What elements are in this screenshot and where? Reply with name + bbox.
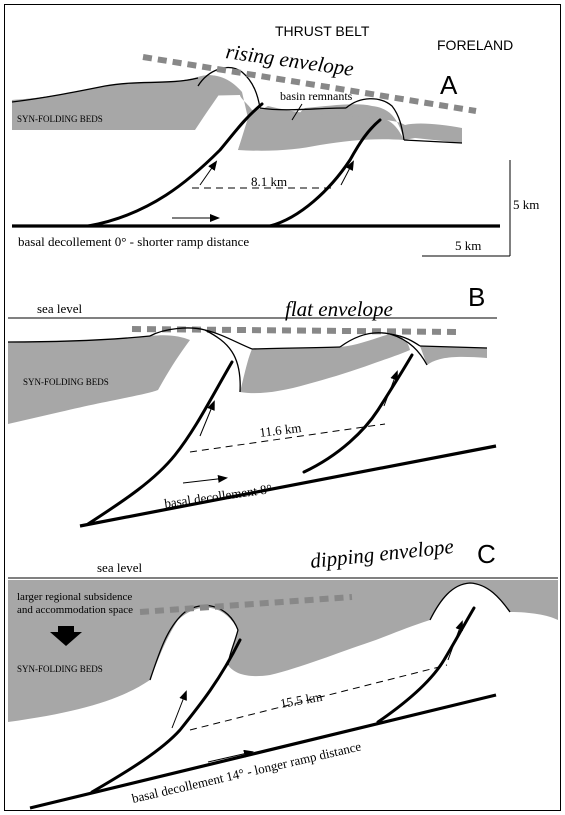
scale-bar-horizontal-label: 5 km — [455, 238, 481, 253]
panel-a-decollement-label: basal decollement 0° - shorter ramp dist… — [18, 234, 249, 249]
panel-b-beds-label: SYN-FOLDING BEDS — [23, 377, 109, 387]
panel-c-letter: C — [477, 539, 496, 569]
panel-c-slip-arrow-1 — [172, 692, 186, 728]
panel-a-letter: A — [440, 70, 458, 100]
panel-c-subsidence-line1: larger regional subsidence — [17, 591, 132, 603]
foreland-label: FORELAND — [437, 37, 513, 53]
panel-b-basin-fill — [240, 334, 410, 393]
panel-a-basin-label: basin remnants — [280, 89, 353, 103]
panel-b-decollement-label: basal decollement 8° — [163, 481, 272, 511]
thrust-belt-label: THRUST BELT — [275, 23, 370, 39]
panel-c: C sea level dipping envelope 15.5 km bas… — [8, 534, 558, 808]
panel-c-subsidence-line2: and accommodation space — [17, 604, 133, 616]
panel-b-sea-level-label: sea level — [37, 301, 83, 316]
panel-b-letter: B — [468, 282, 485, 312]
panel-b: B sea level flat envelope 11.6 km basal … — [8, 282, 497, 526]
panel-b-decollement-arrow — [183, 478, 226, 483]
panel-a-beds-label: SYN-FOLDING BEDS — [17, 114, 103, 124]
panel-c-distance-label: 15.5 km — [279, 689, 324, 711]
panel-b-slip-arrow-2 — [384, 372, 397, 406]
panel-b-envelope-line — [132, 329, 457, 332]
panel-b-fold-1-limb — [205, 330, 240, 392]
panel-a-distance-label: 8.1 km — [251, 174, 287, 189]
panel-c-sea-level-label: sea level — [97, 560, 143, 575]
panel-b-right-fill — [420, 346, 487, 365]
panel-c-beds-label: SYN-FOLDING BEDS — [17, 664, 103, 674]
panel-a: THRUST BELT FORELAND A rising envelope 8… — [12, 23, 539, 256]
panel-c-decollement-label: basal decollement 14° - longer ramp dist… — [130, 738, 362, 805]
scale-bar-vertical-label: 5 km — [513, 197, 539, 212]
panel-c-envelope-label: dipping envelope — [309, 534, 455, 573]
panel-c-slip-arrow-2 — [448, 622, 462, 660]
panel-b-distance-label: 11.6 km — [259, 420, 303, 440]
panel-b-envelope-label: flat envelope — [285, 297, 393, 321]
